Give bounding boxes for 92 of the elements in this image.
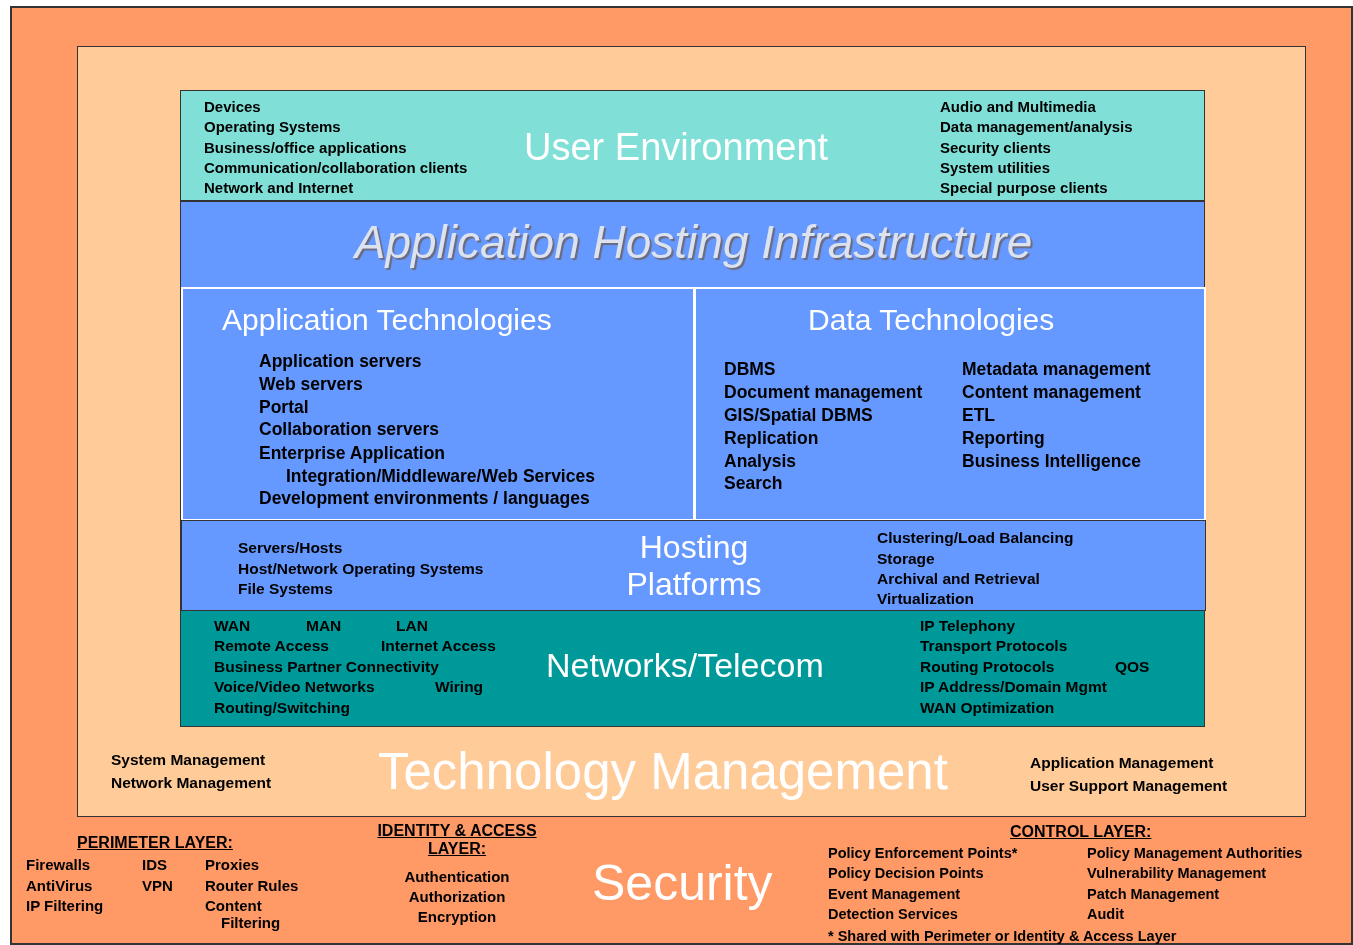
list-item: WAN: [214, 617, 251, 635]
list-item: Enterprise Application Integration/Middleware/Web Services: [259, 442, 596, 488]
list-item: Policy Decision Points: [828, 865, 984, 882]
management-panel: [77, 46, 1306, 817]
section-heading: CONTROL LAYER:: [1010, 823, 1152, 842]
layer-panel: [180, 201, 1205, 610]
list-item: Audit: [1087, 906, 1125, 923]
list-item: Data management/analysis: [940, 118, 1133, 136]
list-item: Routing/Switching: [214, 699, 351, 717]
list-item: Router Rules: [205, 877, 299, 895]
list-item: Authentication: [403, 868, 511, 886]
list-item: GIS/Spatial DBMS: [724, 405, 873, 426]
list-item: Metadata management: [962, 359, 1151, 380]
list-item: Special purpose clients: [940, 179, 1108, 197]
list-item: Network and Internet: [204, 179, 354, 197]
list-item: Virtualization: [877, 590, 975, 608]
list-item: Policy Management Authorities: [1087, 845, 1303, 862]
list-item: Communication/collaboration clients: [204, 159, 468, 177]
list-item: Detection Services: [828, 906, 958, 923]
list-item: Voice/Video Networks: [214, 678, 375, 696]
list-item: Host/Network Operating Systems: [238, 560, 484, 578]
layer-panel: [694, 287, 1206, 521]
security-panel: [10, 6, 1353, 945]
list-item: Business/office applications: [204, 139, 407, 157]
list-item: Internet Access: [381, 637, 496, 655]
list-item: Content management: [962, 382, 1141, 403]
list-item: Network Management: [111, 774, 272, 792]
section-heading: PERIMETER LAYER:: [77, 834, 233, 853]
list-item: IP Telephony: [920, 617, 1016, 635]
list-item: Development environments / languages: [259, 488, 590, 509]
list-item: Collaboration servers: [259, 419, 439, 440]
list-item: * Shared with Perimeter or Identity & Access Layer: [828, 928, 1177, 945]
section-heading: IDENTITY & ACCESS LAYER:: [376, 822, 538, 859]
list-item: Clustering/Load Balancing: [877, 529, 1074, 547]
list-item: Application Management: [1030, 754, 1214, 772]
layer-title: Application Hosting Infrastructure: [351, 216, 1034, 269]
list-item: LAN: [396, 617, 428, 635]
list-item: File Systems: [238, 580, 333, 598]
list-item: IP Filtering: [26, 897, 104, 915]
list-item: Firewalls: [26, 856, 91, 874]
list-item: ETL: [962, 405, 996, 426]
layer-panel: [181, 287, 695, 521]
list-item: Devices: [204, 98, 261, 116]
list-item: Document management: [724, 382, 923, 403]
layer-title: Security: [592, 855, 773, 913]
list-item: Wiring: [435, 678, 484, 696]
list-item: Analysis: [724, 451, 796, 472]
layer-title: Technology Management: [378, 743, 948, 802]
list-item: Storage: [877, 550, 935, 568]
list-item: Replication: [724, 428, 819, 449]
list-item: Remote Access: [214, 637, 329, 655]
layer-title: Application Technologies: [222, 303, 552, 338]
list-item: Security clients: [940, 139, 1051, 157]
list-item: Portal: [259, 397, 309, 418]
layer-title: Networks/Telecom: [546, 646, 824, 686]
list-item: Transport Protocols: [920, 637, 1068, 655]
list-item: Search: [724, 473, 783, 494]
list-item: Content Filtering: [205, 897, 282, 932]
layer-panel: [181, 520, 1206, 611]
layer-panel: [180, 90, 1205, 201]
list-item: Business Intelligence: [962, 451, 1141, 472]
layer-panel: [180, 610, 1205, 727]
list-item: Operating Systems: [204, 118, 341, 136]
list-item: Business Partner Connectivity: [214, 658, 439, 676]
list-item: Vulnerability Management: [1087, 865, 1267, 882]
list-item: System utilities: [940, 159, 1051, 177]
list-item: Policy Enforcement Points*: [828, 845, 1018, 862]
layer-title: User Environment: [524, 126, 829, 170]
list-item: Application servers: [259, 351, 422, 372]
list-item: System Management: [111, 751, 266, 769]
list-item: WAN Optimization: [920, 699, 1055, 717]
list-item: Routing Protocols: [920, 658, 1055, 676]
list-item: Web servers: [259, 374, 363, 395]
list-item: VPN: [142, 877, 173, 895]
list-item: DBMS: [724, 359, 776, 380]
layer-title: Hosting Platforms: [625, 529, 763, 603]
list-item: Audio and Multimedia: [940, 98, 1096, 116]
list-item: QOS: [1115, 658, 1150, 676]
list-item: User Support Management: [1030, 777, 1228, 795]
list-item: Servers/Hosts: [238, 539, 343, 557]
list-item: Archival and Retrieval: [877, 570, 1040, 588]
list-item: Encryption: [416, 908, 498, 926]
list-item: IP Address/Domain Mgmt: [920, 678, 1107, 696]
layer-title: Data Technologies: [808, 303, 1055, 338]
list-item: MAN: [306, 617, 342, 635]
list-item: Event Management: [828, 886, 961, 903]
list-item: AntiVirus: [26, 877, 93, 895]
list-item: Proxies: [205, 856, 260, 874]
list-item: Authorization: [407, 888, 507, 906]
list-item: IDS: [142, 856, 167, 874]
list-item: Reporting: [962, 428, 1045, 449]
list-item: Patch Management: [1087, 886, 1220, 903]
